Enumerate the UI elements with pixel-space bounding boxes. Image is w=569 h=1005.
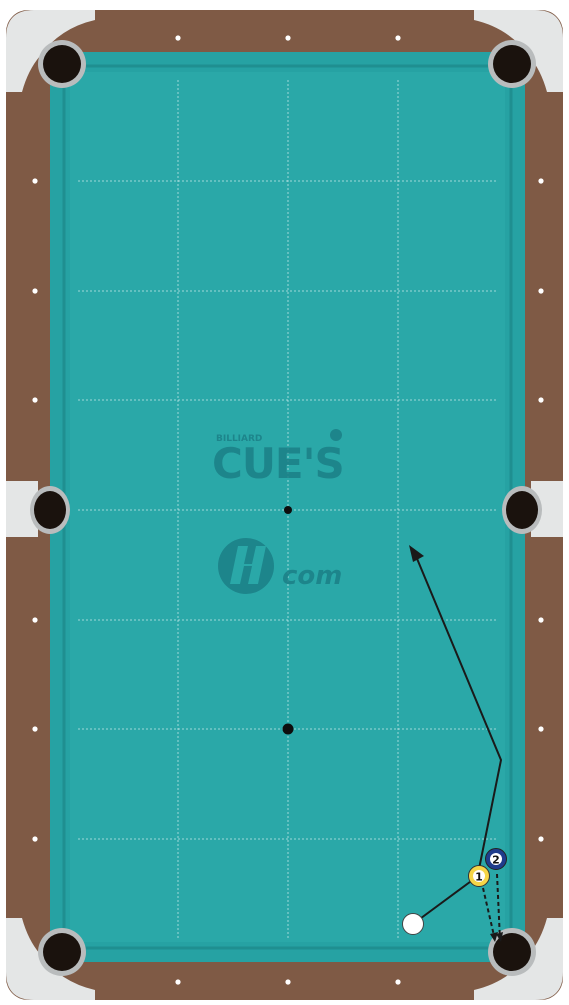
pocket-icon (30, 486, 70, 534)
diamond-icon (32, 288, 37, 293)
watermark-logo-text: CUE'S (212, 439, 344, 488)
spot-icon (284, 506, 292, 514)
diamond-icon (32, 726, 37, 731)
watermark-brand-icon (218, 538, 274, 594)
watermark-logo-dot-icon (330, 429, 342, 441)
diamond-icon (538, 397, 543, 402)
diamond-icon (175, 35, 180, 40)
pocket-icon (38, 928, 86, 976)
diamond-icon (395, 35, 400, 40)
diamond-icon (395, 979, 400, 984)
ball-one-label: 1 (475, 871, 483, 884)
diamond-icon (32, 617, 37, 622)
diamond-icon (175, 979, 180, 984)
ball-cue[interactable] (403, 914, 424, 935)
ball-two[interactable]: 2 (486, 849, 507, 870)
diamond-icon (538, 726, 543, 731)
diamond-icon (32, 836, 37, 841)
diamond-icon (538, 836, 543, 841)
diamond-icon (538, 178, 543, 183)
diamond-icon (538, 288, 543, 293)
spot-icon (283, 724, 294, 735)
pocket-icon (488, 40, 536, 88)
diamond-icon (32, 178, 37, 183)
ball-one[interactable]: 1 (469, 866, 490, 887)
diamond-icon (285, 35, 290, 40)
ball-two-label: 2 (492, 854, 500, 867)
pocket-icon (38, 40, 86, 88)
pocket-icon (502, 486, 542, 534)
diamond-icon (538, 617, 543, 622)
watermark-brand-text: com (282, 561, 342, 591)
diamond-icon (285, 979, 290, 984)
diamond-icon (32, 397, 37, 402)
